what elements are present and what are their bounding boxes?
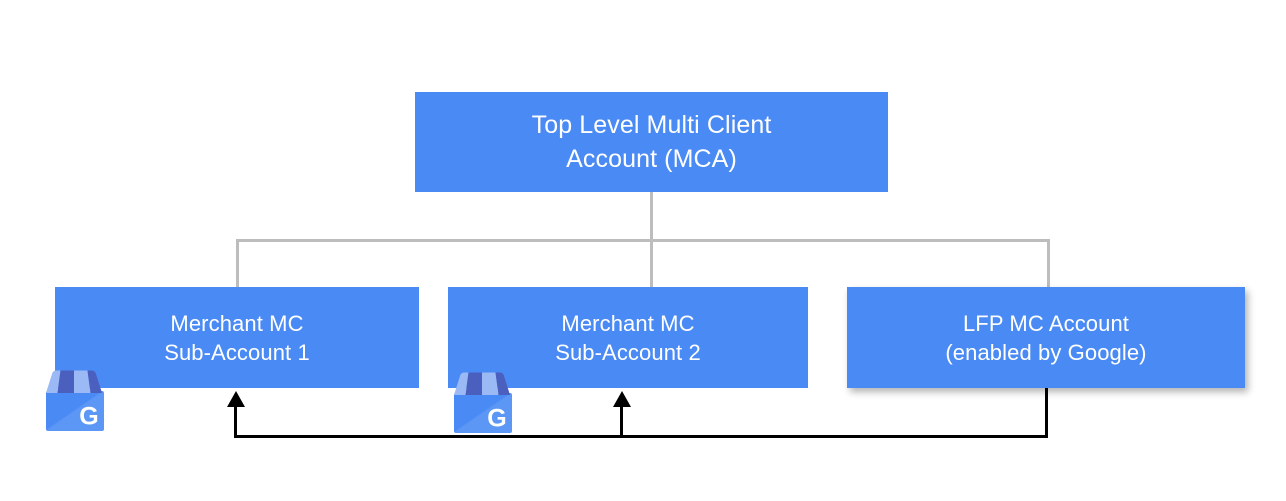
google-my-business-icon: G bbox=[46, 370, 104, 431]
node-lfp-mc-account[interactable]: LFP MC Account (enabled by Google) bbox=[847, 287, 1245, 388]
connector-lfp-bus bbox=[234, 435, 1048, 438]
arrowhead-into-sub-account-1-icon bbox=[227, 391, 245, 407]
connector-mca-to-sub-account-1 bbox=[236, 239, 239, 288]
arrowhead-into-sub-account-2-icon bbox=[613, 391, 631, 407]
node-top-level-mca-label: Top Level Multi Client Account (MCA) bbox=[531, 111, 772, 173]
connector-lfp-drop bbox=[1045, 388, 1048, 437]
connector-lfp-to-sub-account-1 bbox=[234, 404, 237, 437]
node-merchant-mc-sub-account-2[interactable]: Merchant MC Sub-Account 2 bbox=[448, 287, 808, 388]
node-top-level-mca[interactable]: Top Level Multi Client Account (MCA) bbox=[415, 92, 888, 192]
connector-lfp-to-sub-account-2 bbox=[620, 404, 623, 437]
google-my-business-icon: G bbox=[454, 372, 512, 433]
storefront-letter-g: G bbox=[487, 405, 506, 433]
node-lfp-mc-account-label: LFP MC Account (enabled by Google) bbox=[945, 310, 1147, 365]
node-merchant-mc-sub-account-1-label: Merchant MC Sub-Account 1 bbox=[164, 310, 310, 365]
storefront-letter-g: G bbox=[79, 403, 98, 431]
connector-mca-to-sub-account-2 bbox=[650, 239, 653, 288]
connector-mca-bus bbox=[236, 239, 1050, 242]
connector-mca-to-lfp bbox=[1047, 239, 1050, 288]
connector-mca-stem bbox=[650, 192, 653, 242]
node-merchant-mc-sub-account-1[interactable]: Merchant MC Sub-Account 1 bbox=[55, 287, 419, 388]
node-merchant-mc-sub-account-2-label: Merchant MC Sub-Account 2 bbox=[555, 310, 701, 365]
